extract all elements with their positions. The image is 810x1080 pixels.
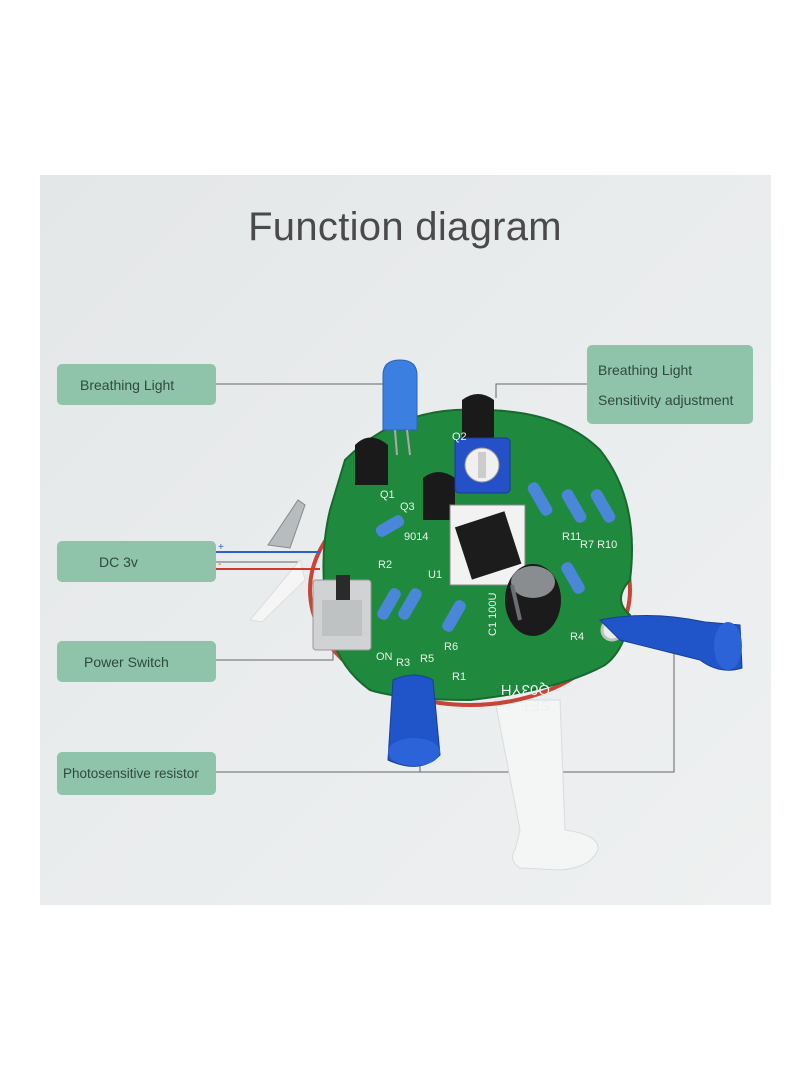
label-photosensitive-resistor: Photosensitive resistor — [57, 752, 216, 795]
label-dc-text: DC 3v — [99, 553, 138, 570]
ic-chip — [449, 504, 526, 586]
pcb-silkscreen: SFT Q03YH C1 100U U1 R4 R7 R10 R11 R2 R3… — [376, 431, 617, 714]
pcb-model-line2: Q03YH — [501, 681, 550, 698]
page-title: Function diagram — [248, 205, 562, 249]
pcb-ic-label: U1 — [428, 569, 442, 581]
plus-mark: + — [218, 542, 224, 553]
plastic-stand — [494, 699, 599, 871]
battery-contact — [267, 499, 306, 549]
minus-mark: - — [218, 559, 221, 570]
label-right-line2: Sensitivity adjustment — [598, 391, 734, 408]
label-sensitivity-adjustment: Breathing Light Sensitivity adjustment — [587, 345, 753, 424]
line-photo-right — [420, 650, 675, 773]
pcb-r4-label: R4 — [570, 631, 584, 643]
pcb-r1-label: R1 — [452, 671, 466, 683]
label-power-switch: Power Switch — [57, 641, 216, 682]
label-power-switch-text: Power Switch — [84, 653, 169, 670]
pcb-cap-label: C1 100U — [487, 593, 499, 636]
line-right-label — [495, 383, 587, 398]
pcb-r2-label: R2 — [378, 559, 392, 571]
pcb-r5-label: R5 — [420, 653, 434, 665]
label-breathing-light-text: Breathing Light — [80, 376, 175, 393]
pcb-model-line1: SFT — [522, 697, 550, 714]
photoresistor-caps — [387, 614, 743, 767]
slide-switch — [312, 575, 372, 651]
resistors — [375, 482, 616, 632]
pcb-q4-label: 9014 — [404, 531, 428, 543]
pcb-r7r10-label: R7 R10 — [580, 539, 617, 551]
pcb-r6-label: R6 — [444, 641, 458, 653]
pcb-q1-label: Q1 — [380, 489, 395, 501]
pcb-q2-label: Q2 — [452, 431, 467, 443]
plastic-tail-left — [249, 558, 306, 623]
blue-led — [382, 359, 418, 456]
pcb-r3-label: R3 — [396, 657, 410, 669]
capacitor — [505, 564, 561, 636]
transistors — [355, 394, 494, 520]
label-dc-3v: DC 3v — [57, 541, 216, 582]
label-breathing-light: Breathing Light — [57, 364, 216, 405]
pcb-q3-label: Q3 — [400, 501, 415, 513]
label-right-line1: Breathing Light — [598, 361, 693, 378]
pcb-on-label: ON — [376, 651, 393, 663]
label-photosensitive-text: Photosensitive resistor — [63, 766, 199, 781]
potentiometer — [454, 437, 511, 494]
pcb-r11-label: R11 — [562, 531, 581, 543]
